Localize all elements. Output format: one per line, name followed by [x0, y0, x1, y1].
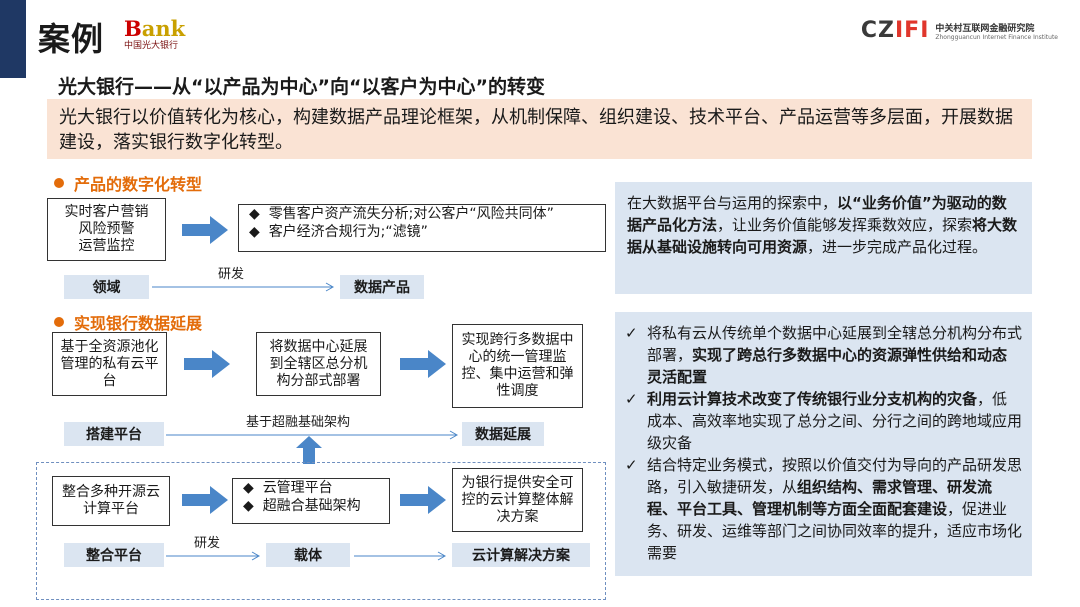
label-cloud-solution: 云计算解决方案 [452, 543, 590, 567]
label-domain: 领域 [64, 275, 149, 299]
thin-arrow-icon [354, 551, 447, 561]
achievement-item: ✓ 将私有云从传统单个数据中心延展到全辖总分机构分布式部署，实现了跨总行多数据中… [625, 324, 1023, 386]
check-icon: ✓ [625, 324, 638, 342]
domain-box: 实时客户营销 风险预警 运营监控 [47, 198, 166, 261]
label-rd-2: 研发 [194, 536, 221, 551]
integration-area [36, 462, 606, 600]
achievement-item: ✓ 利用云计算技术改变了传统银行业分支机构的灾备，低成本、高效率地实现了总分之间… [625, 390, 1023, 452]
right-arrow-icon [184, 350, 230, 378]
page-title: 案例 [38, 20, 105, 58]
open-source-cloud-box: 整合多种开源云计算平台 [52, 476, 170, 526]
achievements-panel: ✓ 将私有云从传统单个数据中心延展到全辖总分机构分布式部署，实现了跨总行多数据中… [615, 312, 1032, 576]
thin-arrow-icon [152, 282, 335, 292]
cloud-tools-box: ◆ 云管理平台 ◆ 超融合基础架构 [232, 478, 390, 524]
check-icon: ✓ [625, 390, 638, 408]
bullet-dot-icon [54, 317, 64, 327]
bank-logo: Bank 中国光大银行 [124, 16, 186, 51]
section-heading-1: 产品的数字化转型 [54, 171, 202, 195]
private-cloud-box: 基于全资源池化管理的私有云平台 [52, 332, 167, 396]
czifi-logo: CZIFI 中关村互联网金融研究院 Zhongguancun Internet … [860, 18, 1058, 43]
multi-center-box: 实现跨行多数据中心的统一管理监控、集中运营和弹性调度 [452, 324, 583, 408]
thin-arrow-icon [166, 551, 261, 561]
check-icon: ✓ [625, 456, 638, 474]
label-data-extend: 数据延展 [462, 422, 544, 446]
right-arrow-icon [400, 486, 446, 514]
right-arrow-icon [400, 350, 446, 378]
thin-arrow-icon [166, 430, 459, 440]
data-center-extend-box: 将数据中心延展到全辖区总分机构分部式部署 [256, 332, 381, 396]
product-bullets-box: ◆ 零售客户资产流失分析;对公客户“风险共同体” ◆ 客户经济合规行为;“滤镜” [238, 204, 606, 252]
label-build-platform: 搭建平台 [64, 422, 164, 446]
label-carrier: 载体 [266, 543, 350, 567]
intro-box: 光大银行以价值转化为核心，构建数据产品理论框架，从机制保障、组织建设、技术平台、… [47, 99, 1032, 159]
slide-subtitle: 光大银行——从“以产品为中心”向“以客户为中心”的转变 [58, 76, 545, 98]
label-integrate-platform: 整合平台 [64, 543, 164, 567]
side-accent-bar [0, 0, 26, 78]
right-arrow-icon [182, 486, 228, 514]
summary-panel: 在大数据平台与运用的探索中，以“业务价值”为驱动的数据产品化方法，让业务价值能够… [615, 182, 1032, 294]
bullet-dot-icon [54, 178, 64, 188]
up-arrow-icon [296, 436, 322, 464]
right-arrow-icon [182, 216, 228, 244]
label-rd: 研发 [218, 267, 245, 282]
label-hyper-infra: 基于超融基础架构 [246, 415, 351, 430]
label-data-product: 数据产品 [340, 275, 424, 299]
cloud-solution-box: 为银行提供安全可控的云计算整体解决方案 [452, 468, 583, 532]
section-heading-2: 实现银行数据延展 [54, 310, 202, 334]
achievement-item: ✓ 结合特定业务模式，按照以价值交付为导向的产品研发思路，引入敏捷研发，从组织结… [625, 456, 1023, 562]
